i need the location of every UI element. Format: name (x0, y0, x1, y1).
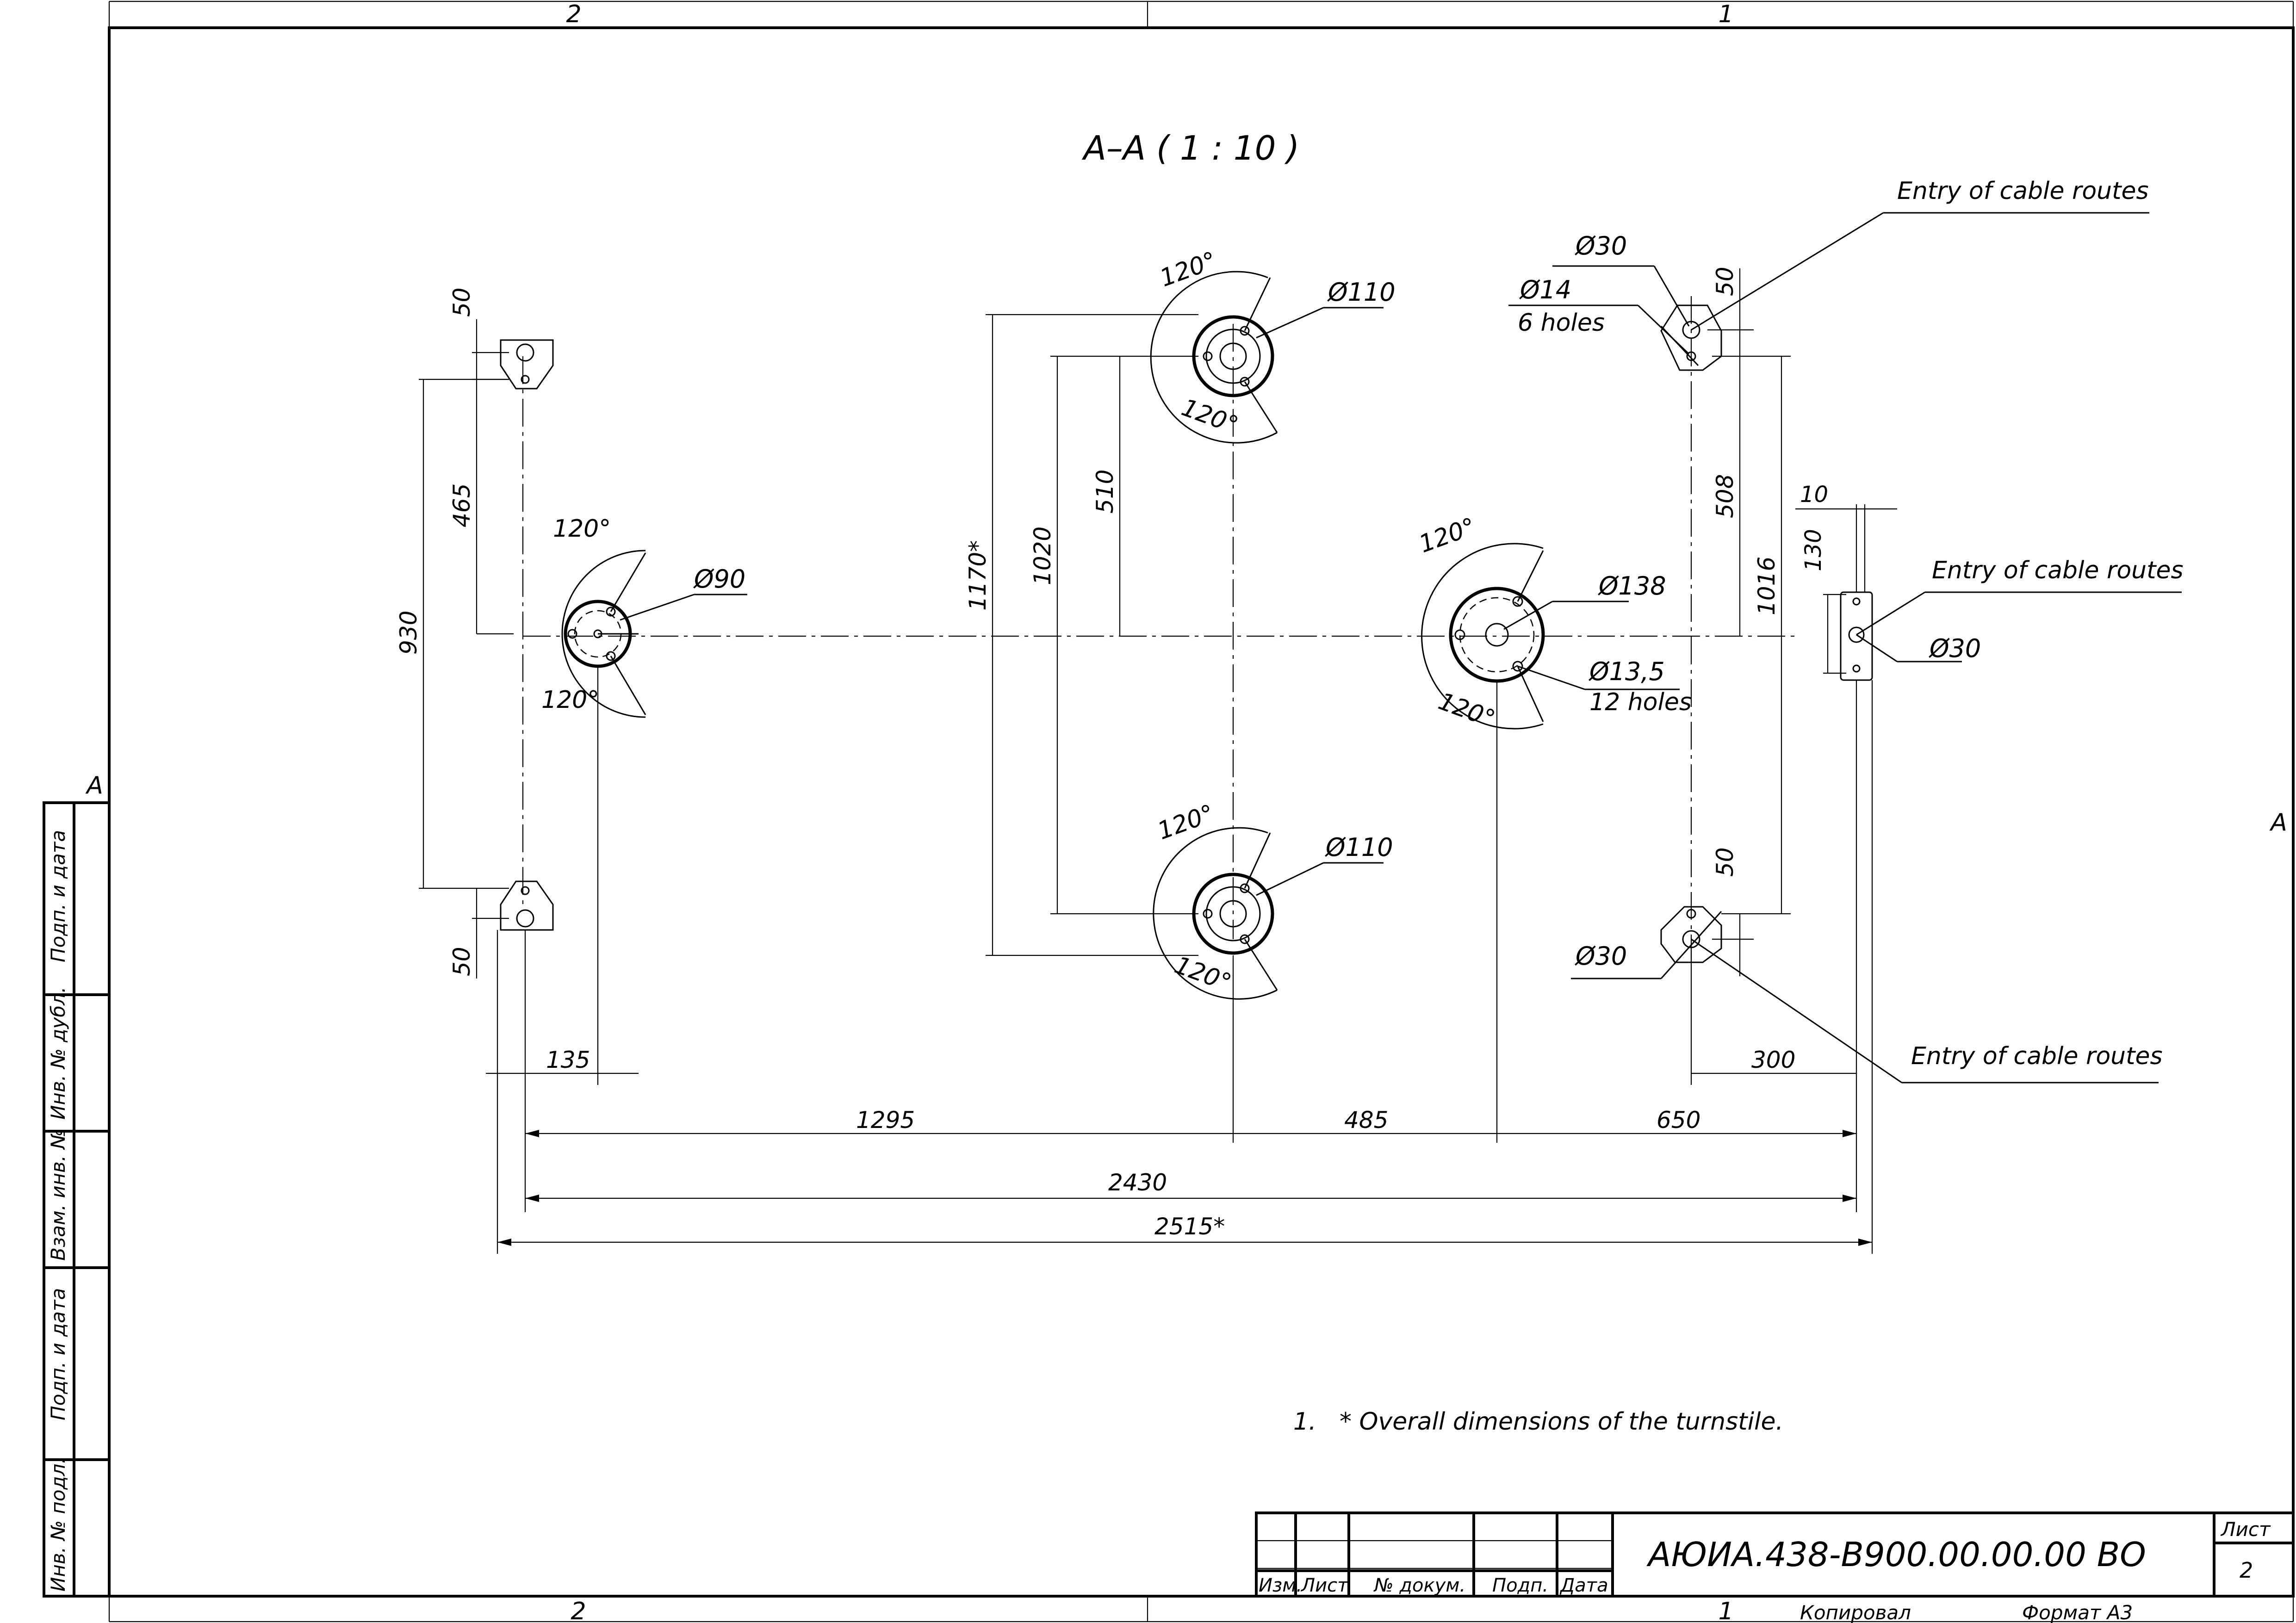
title-col: Подп. (1492, 1575, 1548, 1596)
sheet-number: 2 (2240, 1558, 2253, 1583)
dim-label: 135 (546, 1047, 590, 1073)
left-top-bracket (500, 339, 554, 390)
dim-label: 50 (448, 947, 475, 976)
dim-label: 10 (1800, 482, 1828, 508)
dim-label: 2515* (1154, 1213, 1225, 1240)
dim-label: 650 (1657, 1107, 1700, 1134)
stamp-label: Взам. инв. № (47, 1129, 69, 1261)
left-bottom-bracket (500, 880, 554, 931)
dim-label: 50 (448, 287, 475, 317)
doc-number: АЮИА.438-В900.00.00.00 ВО (1646, 1535, 2146, 1574)
title-col: № докум. (1373, 1575, 1465, 1596)
far-right-bracket: Entry of cable routes Ø30 10 130 (1795, 482, 2184, 681)
dim-label: 1170* (964, 540, 991, 611)
cable-note: Entry of cable routes (1911, 1042, 2163, 1070)
angle-label: 120° (553, 515, 611, 543)
dim-label: 465 (448, 483, 475, 527)
middle-dims: 1170* 1020 510 (964, 314, 1198, 956)
bottom-dims: 1295 485 650 2430 2515* (497, 682, 1872, 1246)
dim-label: 485 (1344, 1107, 1388, 1134)
section-title: A–A ( 1 : 10 ) (1082, 129, 1300, 167)
diameter-label: Ø30 (1575, 942, 1627, 971)
dim-label: 130 (1800, 529, 1826, 571)
zone-label: 1 (1718, 1598, 1733, 1623)
dim-label: 930 (395, 611, 422, 655)
dim-label: 510 (1092, 470, 1118, 514)
title-col: Изм. (1259, 1575, 1302, 1596)
copied-label: Копировал (1800, 1601, 1911, 1623)
diameter-label: Ø90 (693, 564, 745, 594)
zone-label: A (85, 772, 103, 799)
left-dims: 50 465 930 50 135 (395, 287, 639, 1254)
diameter-label: Ø30 (1575, 231, 1627, 260)
diameter-label: Ø14 (1519, 275, 1571, 304)
dim-label: 1020 (1029, 527, 1056, 585)
right-dims: 50 508 1016 50 300 (1690, 266, 1873, 1254)
dim-label: 50 (1712, 847, 1738, 877)
format-label: Формат А3 (2022, 1601, 2133, 1623)
left-post: 120° 120° Ø90 (541, 515, 747, 718)
angle-label: 120° (1154, 799, 1218, 845)
sheet-label: Лист (2220, 1518, 2271, 1541)
centre-lines (522, 296, 1795, 962)
note-text: * Overall dimensions of the turnstile. (1340, 1408, 1783, 1436)
dim-label: 300 (1751, 1047, 1795, 1073)
angle-label: 120° (1435, 688, 1499, 733)
note-number: 1. (1293, 1408, 1316, 1436)
angle-label: 120° (1415, 513, 1479, 558)
diameter-label: Ø30 (1929, 634, 1981, 663)
hole-count: 6 holes (1518, 309, 1605, 337)
diameter-label: Ø110 (1327, 278, 1396, 307)
stamp-label: Подп. и дата (47, 1288, 69, 1420)
right-top-bracket: Ø30 Ø14 6 holes Entry of cable routes (1508, 177, 2149, 371)
middle-bottom-post: 120° 120° Ø110 (1153, 799, 1393, 1000)
dim-label: 1016 (1753, 557, 1780, 615)
angle-label: 120° (1171, 951, 1235, 997)
stamp-label: Инв. № подл. (47, 1457, 69, 1592)
zone-label: A (2269, 809, 2287, 836)
diameter-label: Ø13,5 (1589, 657, 1665, 686)
dim-label: 2430 (1108, 1169, 1167, 1196)
cable-note: Entry of cable routes (1897, 177, 2149, 205)
title-col: Лист (1300, 1575, 1349, 1596)
zone-label: 2 (571, 1598, 586, 1623)
dim-label: 50 (1712, 266, 1738, 296)
angle-label: 120° (1178, 394, 1242, 440)
zone-label: 1 (1718, 0, 1733, 28)
dim-label: 1295 (856, 1107, 915, 1134)
left-stamp: Подп. и дата Инв. № дубл. Взам. инв. № П… (43, 801, 111, 1598)
angle-label: 120° (1156, 247, 1220, 292)
diameter-label: Ø138 (1598, 571, 1666, 601)
title-col: Дата (1559, 1575, 1608, 1596)
stamp-label: Инв. № дубл. (47, 987, 69, 1120)
stamp-label: Подп. и дата (47, 830, 69, 962)
right-bottom-bracket: Ø30 Entry of cable routes (1571, 906, 2163, 1084)
middle-top-post: 120° 120° Ø110 (1150, 247, 1396, 444)
angle-label: 120° (541, 686, 599, 714)
zone-label: 2 (566, 0, 581, 28)
dim-label: 508 (1712, 474, 1738, 518)
right-main-post: 120° 120° Ø138 Ø13,5 12 holes (1415, 513, 1692, 733)
title-block: Изм. Лист № докум. Подп. Дата АЮИА.438-В… (1255, 1511, 2295, 1623)
cable-note: Entry of cable routes (1932, 557, 2184, 584)
hole-count: 12 holes (1589, 688, 1692, 716)
diameter-label: Ø110 (1325, 833, 1393, 862)
